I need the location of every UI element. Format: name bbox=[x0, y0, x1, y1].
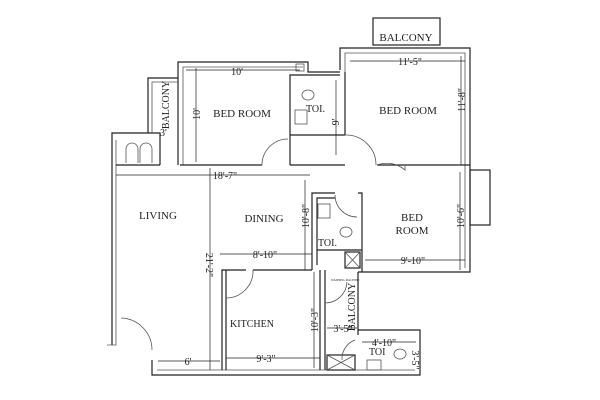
dim-bedroom-3-width: 9'-10" bbox=[401, 256, 425, 267]
duct bbox=[344, 251, 361, 269]
balcony-bottom-label: BALCONY bbox=[347, 283, 358, 331]
dim-dining-width: 8'-10" bbox=[253, 250, 277, 261]
fixtures bbox=[294, 63, 407, 371]
bedroom-left-label: BED ROOM bbox=[213, 108, 271, 120]
toilet-bottom-label: TOI bbox=[369, 347, 385, 358]
toilet-top-label: TOI. bbox=[306, 104, 325, 115]
dim-balcony-left-width: 3' bbox=[160, 128, 167, 139]
dim-bedroom-right-height: 11'-8" bbox=[457, 88, 468, 112]
walls bbox=[107, 17, 491, 376]
dimension-lines bbox=[116, 56, 465, 370]
balcony-top-outline bbox=[372, 17, 441, 46]
dim-bedroom-right-width: 11'-5" bbox=[398, 57, 422, 68]
doors bbox=[120, 134, 406, 361]
dim-living-width: 18'-7" bbox=[213, 171, 237, 182]
toilet-icon bbox=[301, 89, 315, 101]
kitchen-label: KITCHEN bbox=[230, 319, 274, 330]
window-box bbox=[469, 169, 491, 226]
dim-bedroom-3-height: 10'-6" bbox=[456, 204, 467, 228]
dim-bedroom-left-width: 10' bbox=[231, 67, 243, 78]
dim-dining-height: 10'-8" bbox=[301, 204, 312, 228]
dim-kitchen-height: 10'-3" bbox=[310, 308, 321, 332]
vent-icon bbox=[295, 63, 305, 72]
balcony-top-label: BALCONY bbox=[379, 32, 432, 44]
balcony-left-label: BALCONY bbox=[161, 81, 172, 129]
dim-balcony-bottom-width: 3'-5" bbox=[333, 324, 352, 335]
bedroom-3-label-line2: ROOM bbox=[395, 225, 428, 237]
sink-icon bbox=[366, 359, 382, 371]
dim-kitchen-width: 9'-3" bbox=[256, 354, 275, 365]
dim-toilet-top-height: 9' bbox=[331, 118, 342, 125]
dim-bedroom-left-height: 10' bbox=[192, 108, 203, 120]
sink-icon bbox=[317, 203, 331, 219]
dim-toilet-bottom-width: 4'-10" bbox=[372, 338, 396, 349]
bedroom-3-label-line1: BED bbox=[401, 212, 423, 224]
living-label: LIVING bbox=[139, 210, 177, 222]
toilet-mid-label: TOI. bbox=[318, 238, 337, 249]
dim-living-height: 21'-2" bbox=[203, 253, 214, 277]
dim-toilet-bottom-height: 3'-5" bbox=[409, 350, 420, 369]
dim-entry-width: 6' bbox=[185, 357, 192, 368]
toilet-icon bbox=[393, 348, 407, 360]
toilet-icon bbox=[339, 226, 353, 238]
washing-machine-label: WASHING MACHINE bbox=[331, 278, 360, 282]
bedroom-right-label: BED ROOM bbox=[379, 105, 437, 117]
dining-label: DINING bbox=[244, 213, 283, 225]
sink-icon bbox=[294, 109, 308, 125]
